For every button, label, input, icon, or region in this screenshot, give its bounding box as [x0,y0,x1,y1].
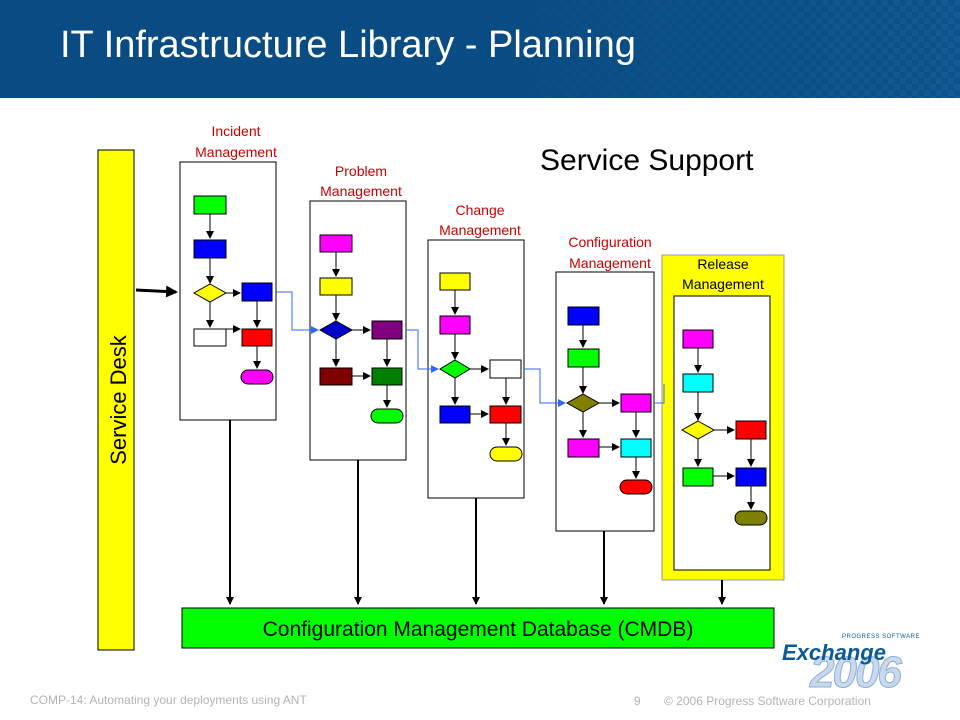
service-support-heading: Service Support [540,144,754,177]
configuration-control-step [620,393,652,413]
problem-to-change-connector [406,329,439,373]
incident-start-step [193,195,227,215]
cmdb-label: Configuration Management Database (CMDB) [263,618,694,641]
release-deploy-step [735,467,767,487]
change-approve-step [439,405,471,424]
incident-flow [192,195,274,385]
logo-year: 2006 [810,648,903,698]
release-label-line2: Management [682,276,764,292]
problem-record-step [319,277,353,296]
footer-page-number: 9 [634,694,641,708]
footer-session-title: COMP-14: Automating your deployments usi… [30,693,307,707]
change-end-terminal [489,446,523,462]
problem-analysis-step [371,320,403,340]
change-implement-step [489,405,522,424]
release-test-step [682,467,714,487]
problem-flow [318,234,404,424]
release-build-step [735,420,767,440]
problem-start-step [319,234,353,253]
change-start-step [439,272,471,291]
incident-close-step [241,328,273,347]
incident-resolve-step [193,328,227,347]
configuration-label-line1: Configuration [568,234,651,250]
configuration-status-step [567,438,600,458]
release-end-terminal [734,510,768,526]
release-start-step [682,329,714,349]
incident-label-line2: Management [195,144,277,160]
header-gradient [0,0,960,98]
problem-label-line2: Management [320,183,402,199]
cmdb-box [181,607,775,649]
incident-end-terminal [240,369,274,385]
change-label-line1: Change [455,202,504,218]
incident-label-line1: Incident [211,123,260,139]
change-flow [439,272,523,462]
logo-wordmark: Exchange [782,640,886,665]
problem-label-line1: Problem [335,163,387,179]
logo-company: PROGRESS SOFTWARE [842,634,920,640]
configuration-to-release-connector [654,384,665,404]
configuration-start-step [567,306,600,326]
release-flow [680,329,768,526]
title-rule [0,98,960,101]
configuration-verify-step [620,438,652,458]
service-desk-arrow [135,285,178,298]
service-desk-label: Service Desk [106,334,131,465]
slide-title: IT Infrastructure Library - Planning [60,24,636,66]
problem-end-terminal [370,408,404,424]
configuration-label-line2: Management [569,255,651,271]
change-to-configuration-connector [524,368,566,407]
change-assess-step [489,359,522,379]
footer-copyright: © 2006 Progress Software Corporation [664,694,871,708]
problem-known-error-step [319,367,353,386]
change-label-line2: Management [439,222,521,238]
configuration-flow [565,306,653,495]
problem-resolve-step [371,367,403,386]
change-record-step [439,315,471,335]
configuration-end-terminal [619,479,653,495]
service-desk-bar [97,149,135,651]
release-plan-step [682,373,714,393]
configuration-identify-step [567,348,600,368]
release-label-line1: Release [697,256,749,272]
incident-escalate-step [241,282,273,302]
incident-to-problem-connector [276,291,319,334]
incident-record-step [193,239,227,259]
